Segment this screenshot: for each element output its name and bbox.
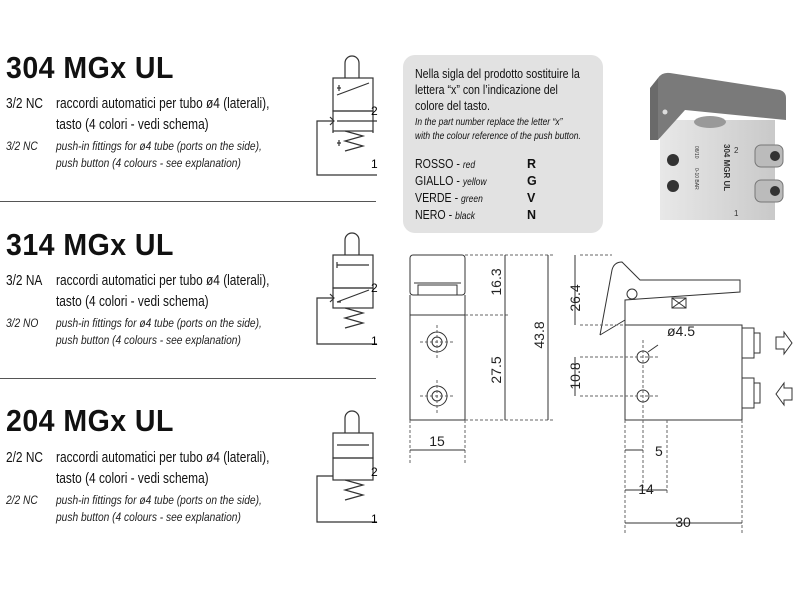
product-title: 314 MGx UL bbox=[6, 227, 174, 262]
port-1-label: 1 bbox=[371, 334, 378, 348]
color-code-info-box: Nella sigla del prodotto sostituire la l… bbox=[403, 55, 603, 233]
port-2-label: 2 bbox=[371, 465, 378, 479]
color-name-it: ROSSO bbox=[415, 157, 454, 171]
color-name-it: NERO bbox=[415, 208, 446, 222]
color-code: G bbox=[527, 174, 537, 188]
product-desc-it: tasto (4 colori - vedi schema) bbox=[56, 471, 209, 487]
port-1-label: 1 bbox=[371, 512, 378, 526]
product-code-en: 3/2 NO bbox=[6, 316, 39, 330]
product-desc-en: push-in fittings for ø4 tube (ports on t… bbox=[56, 139, 262, 153]
photo-port-2: 2 bbox=[734, 146, 739, 155]
color-row: ROSSO - red bbox=[415, 157, 476, 171]
color-code: V bbox=[527, 191, 536, 205]
divider bbox=[0, 201, 376, 202]
color-row: NERO - black bbox=[415, 208, 476, 222]
color-row: GIALLO - yellow bbox=[415, 174, 487, 188]
product-title: 204 MGx UL bbox=[6, 403, 174, 438]
color-code: N bbox=[527, 208, 537, 222]
product-desc-it: tasto (4 colori - vedi schema) bbox=[56, 117, 209, 133]
divider bbox=[0, 378, 376, 379]
product-code-en: 3/2 NC bbox=[6, 139, 38, 153]
product-photo: 304 MGR UL 08/10 0-10 BAR 2 1 bbox=[650, 72, 786, 220]
photo-marking: 0-10 BAR bbox=[693, 168, 699, 190]
front-view-button bbox=[409, 254, 466, 296]
product-desc-en: push button (4 colours - see explanation… bbox=[56, 510, 241, 524]
info-text-it: colore del tasto. bbox=[415, 99, 491, 113]
info-text-en: with the colour reference of the push bu… bbox=[415, 131, 581, 142]
info-text-en: In the part number replace the letter “x… bbox=[415, 117, 563, 128]
dimension-5: 5 bbox=[655, 443, 663, 459]
color-row: VERDE - green bbox=[415, 191, 483, 205]
product-desc-it: tasto (4 colori - vedi schema) bbox=[56, 294, 209, 310]
color-name-en: yellow bbox=[462, 177, 487, 188]
product-code-it: 3/2 NA bbox=[6, 273, 43, 289]
port-1-label: 1 bbox=[371, 157, 378, 171]
product-desc-en: push button (4 colours - see explanation… bbox=[56, 333, 241, 347]
product-code-en: 2/2 NC bbox=[6, 493, 38, 507]
dimension-26-4: 26.4 bbox=[567, 284, 583, 311]
info-text-it: Nella sigla del prodotto sostituire la bbox=[415, 67, 580, 81]
color-name-it: GIALLO bbox=[415, 174, 454, 188]
photo-port-1: 1 bbox=[734, 209, 739, 218]
product-desc-it: raccordi automatici per tubo ø4 (lateral… bbox=[56, 273, 270, 289]
valve-symbol-3-2-no: 2 1 bbox=[316, 232, 378, 348]
product-title: 304 MGx UL bbox=[6, 50, 174, 85]
product-desc-en: push-in fittings for ø4 tube (ports on t… bbox=[56, 493, 262, 507]
color-name-en: green bbox=[461, 194, 483, 205]
side-view-body bbox=[624, 324, 743, 421]
valve-symbol-3-2-nc: 2 1 bbox=[316, 55, 378, 176]
product-desc-en: push-in fittings for ø4 tube (ports on t… bbox=[56, 316, 262, 330]
valve-symbol-2-2-nc: 2 1 bbox=[316, 410, 378, 526]
photo-marking: 08/10 bbox=[693, 146, 699, 159]
dimension-16-3: 16.3 bbox=[488, 268, 504, 295]
dimension-15: 15 bbox=[429, 433, 445, 449]
dimension-10-8: 10.8 bbox=[567, 362, 583, 389]
front-view-body bbox=[409, 314, 466, 421]
dimension-43-8: 43.8 bbox=[531, 321, 547, 348]
color-name-en: black bbox=[455, 211, 476, 222]
product-desc-it: raccordi automatici per tubo ø4 (lateral… bbox=[56, 96, 270, 112]
photo-model-label: 304 MGR UL bbox=[722, 144, 731, 191]
color-name-it: VERDE bbox=[415, 191, 452, 205]
info-text-it: lettera “x” con l’indicazione del bbox=[415, 83, 558, 97]
color-name-en: red bbox=[462, 160, 476, 171]
product-code-it: 3/2 NC bbox=[6, 96, 44, 112]
port-2-label: 2 bbox=[371, 281, 378, 295]
dimension-30: 30 bbox=[675, 514, 691, 530]
dimension-d4-5: ø4.5 bbox=[667, 323, 695, 339]
port-2-label: 2 bbox=[371, 104, 378, 118]
dimension-14: 14 bbox=[638, 481, 654, 497]
product-desc-it: raccordi automatici per tubo ø4 (lateral… bbox=[56, 450, 270, 466]
product-code-it: 2/2 NC bbox=[6, 450, 44, 466]
color-code: R bbox=[527, 157, 537, 171]
dimension-27-5: 27.5 bbox=[488, 356, 504, 383]
product-desc-en: push button (4 colours - see explanation… bbox=[56, 156, 241, 170]
